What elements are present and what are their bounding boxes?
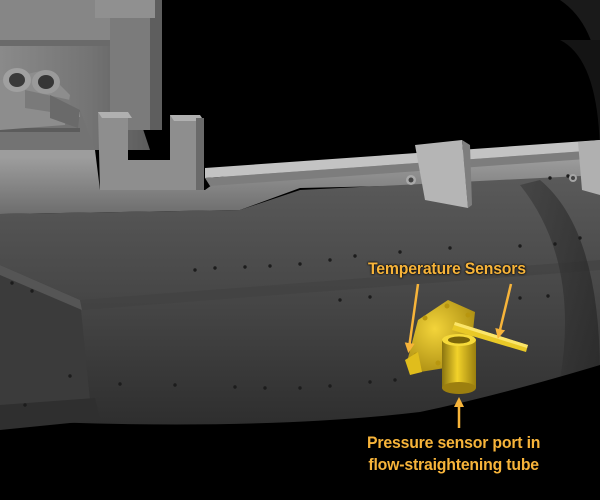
temperature-probe-left <box>405 352 422 375</box>
deck-cleat-right <box>569 140 600 195</box>
callout-arrows <box>404 283 513 428</box>
background-dome <box>560 0 600 120</box>
temperature-sensors-label: Temperature Sensors <box>368 259 526 278</box>
hull-rivets <box>10 174 582 407</box>
pressure-port-label: Pressure sensor port in flow-straighteni… <box>356 432 551 476</box>
deck-bracket <box>98 112 204 190</box>
flow-straightening-tube <box>442 334 476 394</box>
pressure-port-label-line2: flow-straightening tube <box>368 455 539 474</box>
periscope-mount <box>0 68 80 130</box>
arrow-temp-right <box>495 283 513 339</box>
sensor-assembly <box>405 300 528 394</box>
deck-cleat <box>406 140 472 208</box>
arrow-temp-left <box>404 283 420 353</box>
pressure-port-label-line1: Pressure sensor port in <box>367 433 541 452</box>
background-dome-right <box>560 40 600 160</box>
